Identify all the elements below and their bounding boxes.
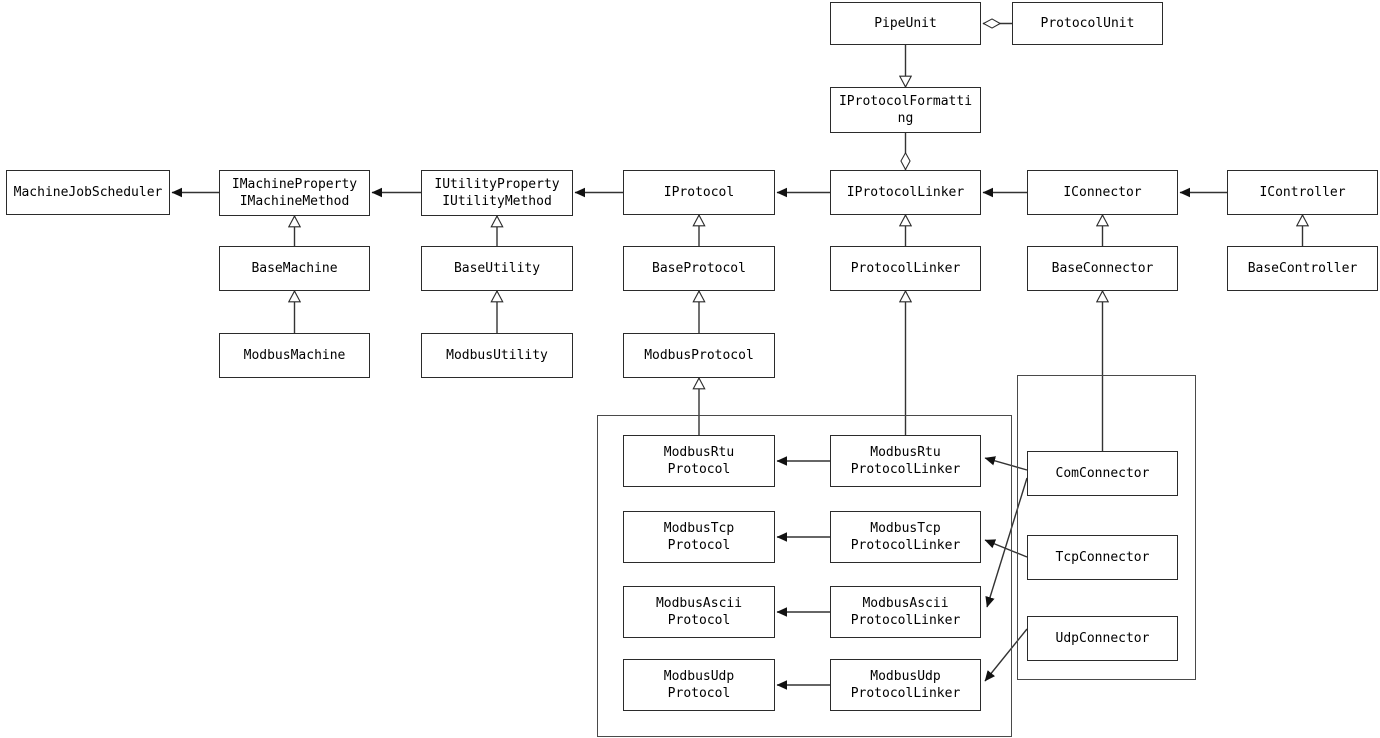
class-box-modbusmachine[interactable]: ModbusMachine (219, 333, 370, 378)
class-box-baseconnector[interactable]: BaseConnector (1027, 246, 1178, 291)
class-box-udpconnector[interactable]: UdpConnector (1027, 616, 1178, 661)
class-box-modbusudpprotocol[interactable]: ModbusUdp Protocol (623, 659, 775, 711)
class-box-modbusrtuprotocollinker[interactable]: ModbusRtu ProtocolLinker (830, 435, 981, 487)
class-box-icontroller[interactable]: IController (1227, 170, 1378, 215)
class-box-iprotocol[interactable]: IProtocol (623, 170, 775, 215)
class-box-basemachine[interactable]: BaseMachine (219, 246, 370, 291)
class-box-modbustcpprotocollinker[interactable]: ModbusTcp ProtocolLinker (830, 511, 981, 563)
class-box-modbusrtuprotocol[interactable]: ModbusRtu Protocol (623, 435, 775, 487)
class-box-protocolunit[interactable]: ProtocolUnit (1012, 2, 1163, 45)
class-box-modbusasciiprotocollinker[interactable]: ModbusAscii ProtocolLinker (830, 586, 981, 638)
class-box-baseprotocol[interactable]: BaseProtocol (623, 246, 775, 291)
class-box-iprotocollinker[interactable]: IProtocolLinker (830, 170, 981, 215)
class-box-modbusudpprotocollinker[interactable]: ModbusUdp ProtocolLinker (830, 659, 981, 711)
class-box-protocollinker[interactable]: ProtocolLinker (830, 246, 981, 291)
class-box-iprotocolformatting[interactable]: IProtocolFormatti ng (830, 87, 981, 133)
class-box-machinejobscheduler[interactable]: MachineJobScheduler (6, 170, 170, 215)
class-box-pipeunit[interactable]: PipeUnit (830, 2, 981, 45)
class-box-iutilityproperty[interactable]: IUtilityProperty IUtilityMethod (421, 170, 573, 216)
class-box-iconnector[interactable]: IConnector (1027, 170, 1178, 215)
class-box-imachineproperty[interactable]: IMachineProperty IMachineMethod (219, 170, 370, 216)
class-box-tcpconnector[interactable]: TcpConnector (1027, 535, 1178, 580)
class-box-comconnector[interactable]: ComConnector (1027, 451, 1178, 496)
class-box-modbusutility[interactable]: ModbusUtility (421, 333, 573, 378)
class-box-modbusasciiprotocol[interactable]: ModbusAscii Protocol (623, 586, 775, 638)
class-box-baseutility[interactable]: BaseUtility (421, 246, 573, 291)
class-box-basecontroller[interactable]: BaseController (1227, 246, 1378, 291)
class-box-modbustcpprotocol[interactable]: ModbusTcp Protocol (623, 511, 775, 563)
class-box-modbusprotocol[interactable]: ModbusProtocol (623, 333, 775, 378)
